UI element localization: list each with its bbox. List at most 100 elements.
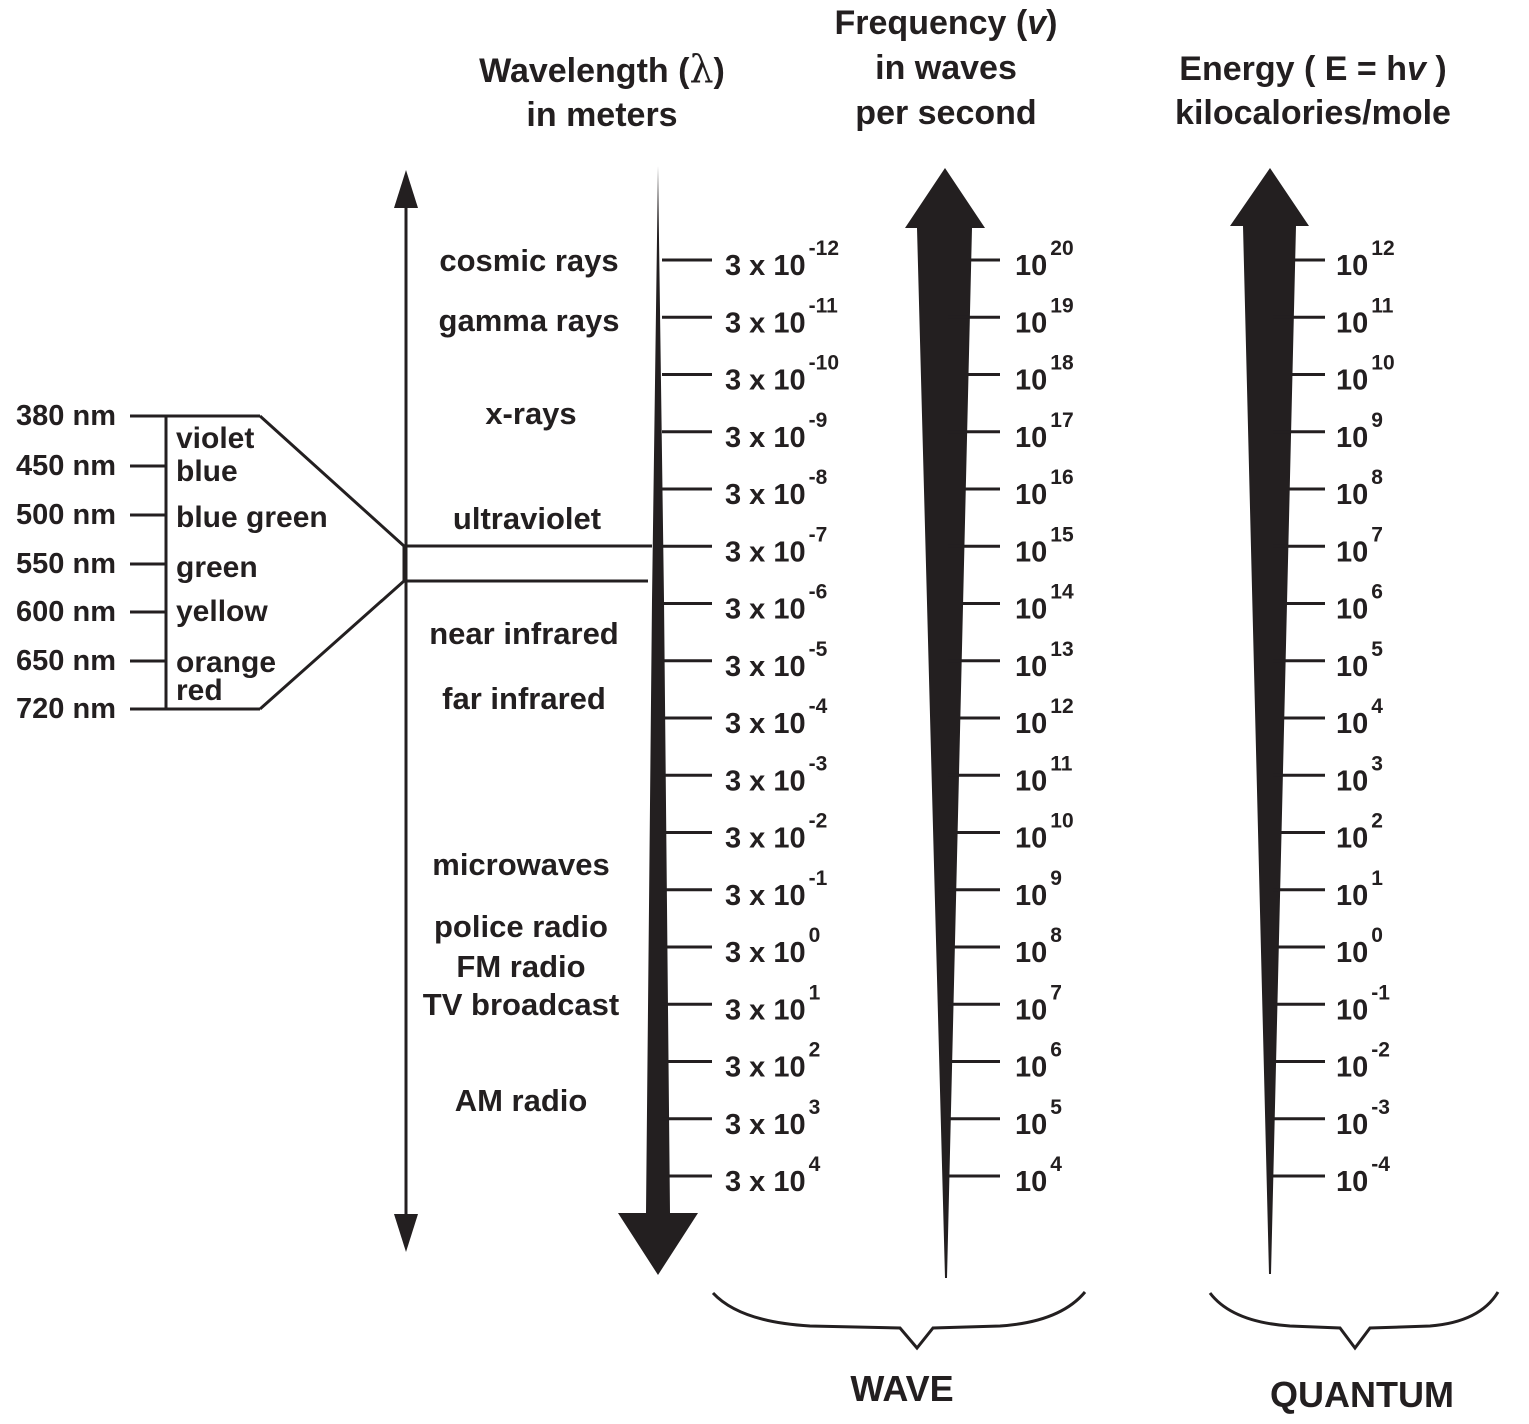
energy-tick-label: 100 (1336, 924, 1383, 969)
region-label: microwaves (432, 847, 610, 882)
energy-header-close: ) (1426, 50, 1447, 88)
frequency-tick-label: 1010 (1015, 810, 1074, 855)
energy-tick-base: 10 (1336, 823, 1368, 855)
energy-tick-label: 101 (1336, 867, 1383, 912)
wavelength-nm-label: 720 nm (16, 693, 116, 725)
energy-tick-base: 10 (1336, 708, 1368, 740)
arrow-up-head (394, 170, 418, 208)
energy-tick-exponent: 7 (1371, 523, 1383, 546)
wavelength-tick-base: 3 x 10 (725, 1109, 806, 1141)
wavelength-nm-label: 500 nm (16, 499, 116, 531)
energy-tick-base: 10 (1336, 594, 1368, 626)
region-label: far infrared (442, 681, 606, 716)
wavelength-tick-base: 3 x 10 (725, 594, 806, 626)
visible-color-label: orange (176, 646, 276, 679)
wavelength-tick-base: 3 x 10 (725, 479, 806, 511)
frequency-tick-exponent: 17 (1050, 409, 1073, 432)
energy-tick-exponent: -3 (1371, 1096, 1390, 1119)
wavelength-header-line2: in meters (526, 96, 677, 134)
energy-tick-base: 10 (1336, 365, 1368, 397)
lambda-symbol: λ (689, 47, 713, 91)
frequency-tick-label: 1015 (1015, 523, 1074, 568)
svg-text:Energy ( E = hv ): Energy ( E = hv ) (1179, 50, 1446, 88)
wavelength-tick-label: 3 x 10-3 (725, 752, 827, 797)
region-label: police radio (434, 909, 608, 944)
wavelength-tick-exponent: -9 (809, 409, 828, 432)
frequency-tick-exponent: 18 (1050, 352, 1074, 375)
wavelength-tick-label: 3 x 10-10 (725, 352, 839, 397)
frequency-tick-exponent: 7 (1050, 981, 1062, 1004)
energy-tick-base: 10 (1336, 250, 1368, 282)
frequency-tick-label: 1014 (1015, 581, 1074, 626)
frequency-tick-exponent: 15 (1050, 523, 1074, 546)
wavelength-tick-base: 3 x 10 (725, 708, 806, 740)
wavelength-tick-exponent: 0 (809, 924, 821, 947)
energy-tick-base: 10 (1336, 1052, 1368, 1084)
frequency-tick-exponent: 19 (1050, 294, 1073, 317)
frequency-tick-base: 10 (1015, 1109, 1047, 1141)
wavelength-tick-base: 3 x 10 (725, 994, 806, 1026)
energy-scale: 1012101110101091081071061051041031021011… (1273, 237, 1395, 1198)
energy-tick-exponent: 6 (1371, 581, 1383, 604)
wavelength-tick-base: 3 x 10 (725, 651, 806, 683)
wavelength-nm-label: 600 nm (16, 596, 116, 628)
energy-tick-base: 10 (1336, 536, 1368, 568)
frequency-tick-exponent: 16 (1050, 466, 1073, 489)
energy-tick-exponent: 2 (1371, 810, 1383, 833)
frequency-tick-exponent: 4 (1050, 1153, 1062, 1176)
wavelength-tick-base: 3 x 10 (725, 880, 806, 912)
frequency-tick-base: 10 (1015, 880, 1047, 912)
wavelength-nm-label: 550 nm (16, 548, 116, 580)
energy-tick-exponent: 1 (1371, 867, 1383, 890)
energy-tick-exponent: -2 (1371, 1039, 1390, 1062)
quantum-brace: QUANTUM (1208, 1291, 1500, 1415)
frequency-tick-exponent: 5 (1050, 1096, 1062, 1119)
wavelength-tick-label: 3 x 101 (725, 981, 821, 1026)
nu-symbol-energy: v (1407, 50, 1428, 88)
frequency-tick-exponent: 10 (1050, 810, 1073, 833)
energy-header-line1: Energy ( E = h (1179, 50, 1407, 88)
frequency-tick-label: 104 (1015, 1153, 1062, 1198)
wavelength-tick-base: 3 x 10 (725, 1166, 806, 1198)
wavelength-tick-exponent: 1 (809, 981, 821, 1004)
wavelength-tick-base: 3 x 10 (725, 307, 806, 339)
quantum-brace-shape (1208, 1291, 1500, 1351)
energy-tick-exponent: 3 (1371, 752, 1383, 775)
frequency-tick-label: 106 (1015, 1039, 1062, 1084)
frequency-tick-base: 10 (1015, 479, 1047, 511)
frequency-tick-label: 1013 (1015, 638, 1074, 683)
energy-tick-label: 103 (1336, 752, 1383, 797)
arrow-down-head (394, 1214, 418, 1252)
wavelength-tick-label: 3 x 10-6 (725, 581, 827, 626)
visible-color-label: blue green (176, 501, 328, 534)
frequency-tick-label: 1017 (1015, 409, 1074, 454)
energy-tick-label: 10-2 (1336, 1039, 1390, 1084)
wave-brace: WAVE (711, 1291, 1087, 1409)
wavelength-tick-label: 3 x 10-5 (725, 638, 828, 683)
region-label: gamma rays (439, 303, 620, 338)
frequency-tick-label: 1018 (1015, 352, 1074, 397)
energy-tick-base: 10 (1336, 1166, 1368, 1198)
frequency-tick-label: 1019 (1015, 294, 1074, 339)
frequency-tick-label: 105 (1015, 1096, 1062, 1141)
energy-tick-base: 10 (1336, 479, 1368, 511)
frequency-tick-exponent: 20 (1050, 237, 1073, 260)
frequency-arrow (905, 168, 985, 1278)
quantum-label: QUANTUM (1270, 1374, 1454, 1415)
frequency-tick-label: 1012 (1015, 695, 1074, 740)
energy-tick-exponent: 8 (1371, 466, 1383, 489)
frequency-tick-label: 107 (1015, 981, 1062, 1026)
frequency-tick-base: 10 (1015, 594, 1047, 626)
wavelength-scale: 3 x 10-123 x 10-113 x 10-103 x 10-93 x 1… (662, 237, 839, 1198)
wavelength-header-line1: Wavelength ( (479, 52, 690, 90)
double-arrow (394, 170, 418, 1252)
wavelength-nm-label: 650 nm (16, 645, 116, 677)
energy-header: Energy ( E = hv ) kilocalories/mole (1175, 50, 1451, 132)
energy-arrow (1230, 168, 1309, 1274)
frequency-tick-base: 10 (1015, 365, 1047, 397)
nu-symbol: v (1027, 4, 1048, 42)
region-label: AM radio (455, 1083, 588, 1118)
